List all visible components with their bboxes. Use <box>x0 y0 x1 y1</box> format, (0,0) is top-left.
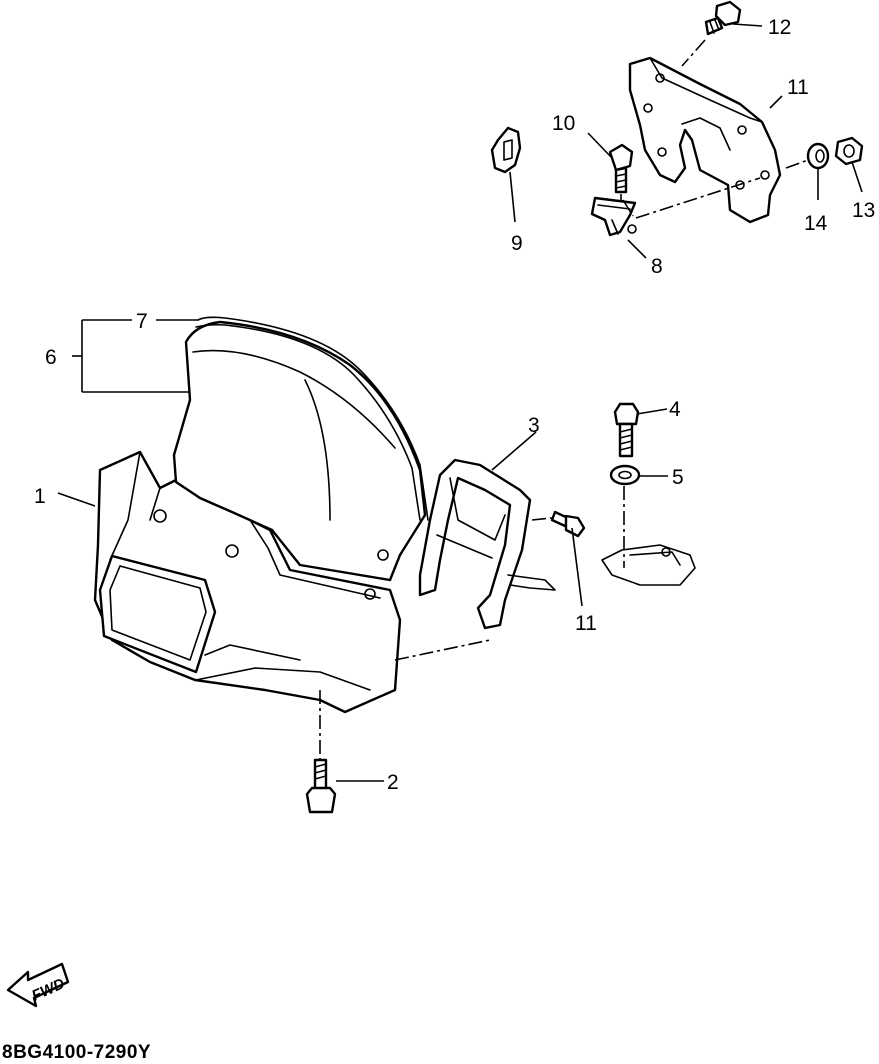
callout-11-upper: 11 <box>787 76 809 99</box>
callout-5: 5 <box>672 466 684 489</box>
callout-6: 6 <box>45 346 57 369</box>
callout-1: 1 <box>34 485 46 508</box>
windshield <box>172 320 427 582</box>
bolt-4 <box>613 402 640 458</box>
cowling-body <box>93 450 402 714</box>
callout-3: 3 <box>528 414 540 437</box>
forward-arrow: FWD <box>6 962 70 1008</box>
cowling-stay-bracket <box>418 458 556 630</box>
bolt-12 <box>704 0 742 36</box>
windshield-trim-strip <box>195 316 429 521</box>
nut-13 <box>834 136 864 166</box>
bracket-11-upper <box>628 56 782 224</box>
clip-9 <box>490 126 522 174</box>
callout-14: 14 <box>804 212 828 235</box>
callout-13: 13 <box>852 199 875 222</box>
frame-mount-tab <box>601 544 696 586</box>
washer-14 <box>806 142 830 170</box>
drawing-code: 8BG4100-7290Y <box>2 1042 151 1063</box>
callout-7: 7 <box>136 310 148 333</box>
clamp-8 <box>590 196 637 237</box>
callout-9: 9 <box>511 232 523 255</box>
bolt-10 <box>608 143 634 194</box>
callout-4: 4 <box>669 398 681 421</box>
callout-11-lower: 11 <box>575 612 597 635</box>
callout-numbers: 1 2 3 4 5 6 7 8 9 10 11 11 12 13 14 <box>34 16 875 794</box>
callout-8: 8 <box>651 255 663 278</box>
callout-12: 12 <box>768 16 791 39</box>
washer-5 <box>609 464 641 486</box>
assembly-center-lines <box>319 39 809 760</box>
bolt-11-lower <box>550 510 586 538</box>
callout-10: 10 <box>552 112 575 135</box>
callout-2: 2 <box>387 771 399 794</box>
callout-leaders <box>57 23 863 782</box>
bolt-2 <box>305 758 337 814</box>
